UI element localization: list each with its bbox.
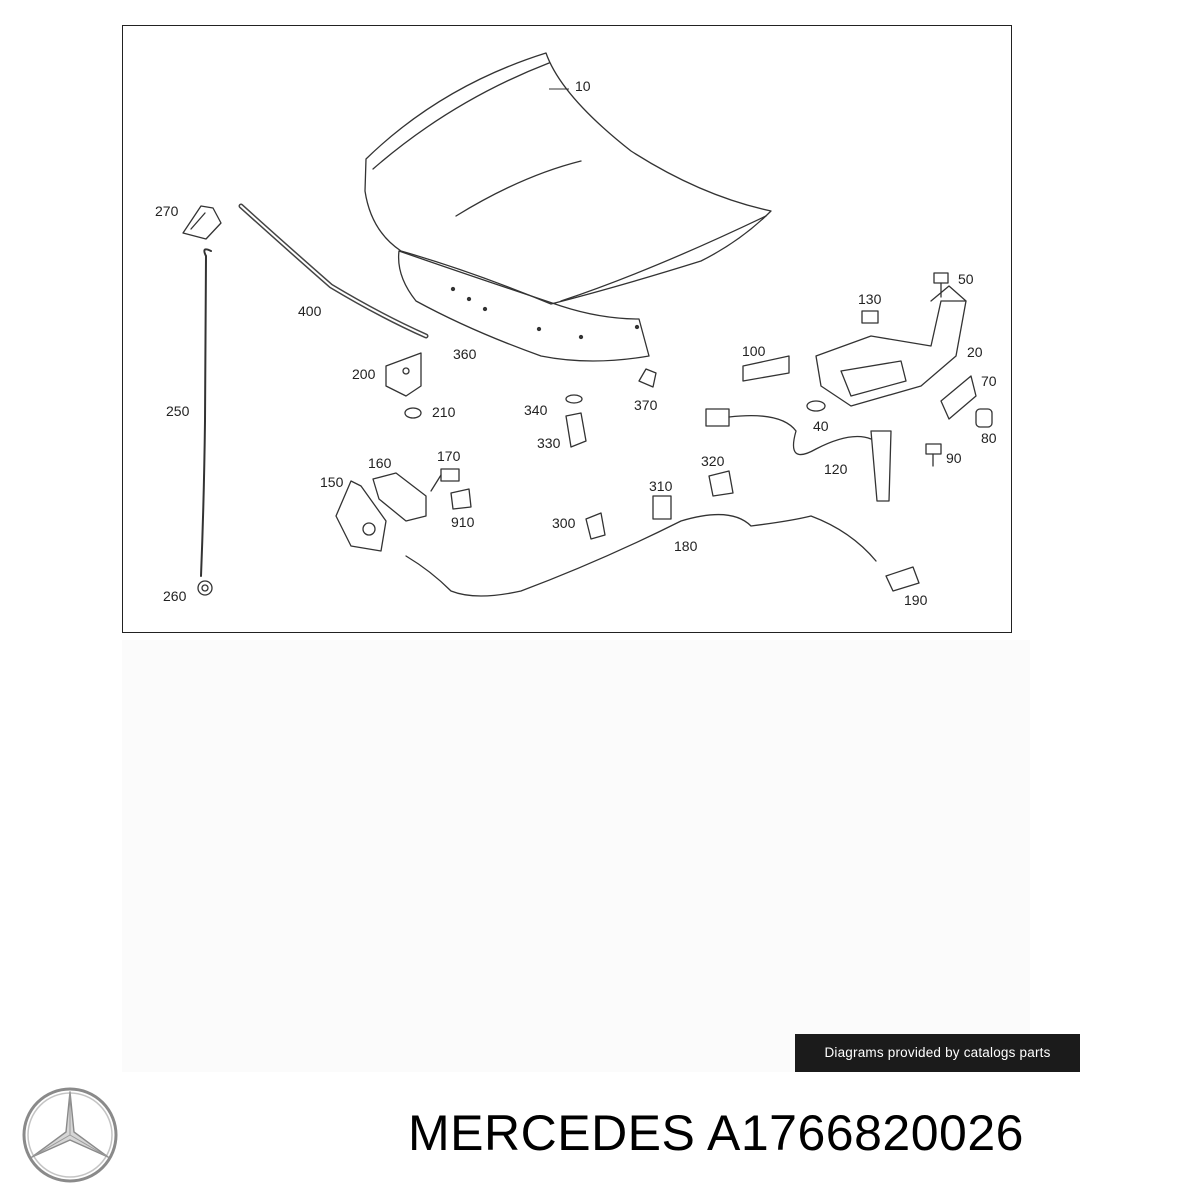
callout-260: 260	[163, 588, 187, 604]
callout-50: 50	[958, 271, 974, 287]
part-120-sensor	[705, 408, 892, 502]
part-hood	[364, 52, 772, 305]
callout-70: 70	[981, 373, 997, 389]
part-20-lock	[815, 285, 967, 407]
callout-270: 270	[155, 203, 179, 219]
callout-190: 190	[904, 592, 928, 608]
exploded-view-drawing: 10 270 400 360 250 200 210 340 370 330 1…	[155, 52, 997, 608]
callout-330: 330	[537, 435, 561, 451]
part-270-bracket	[182, 205, 222, 240]
part-190-handle	[885, 566, 920, 592]
callout-160: 160	[368, 455, 392, 471]
part-170-bolt	[430, 468, 460, 492]
part-50-bolt	[933, 272, 949, 298]
part-250-rod	[200, 248, 212, 577]
part-180-cable	[405, 513, 877, 597]
part-80-stop	[975, 408, 993, 428]
callout-10: 10	[575, 78, 591, 94]
callout-100: 100	[742, 343, 766, 359]
part-150-latch	[335, 480, 387, 552]
part-40-washer	[806, 400, 826, 412]
credit-badge: Diagrams provided by catalogs parts	[795, 1034, 1080, 1072]
part-330-clip	[565, 394, 587, 448]
callout-400: 400	[298, 303, 322, 319]
callout-170: 170	[437, 448, 461, 464]
callout-120: 120	[824, 461, 848, 477]
callout-40: 40	[813, 418, 829, 434]
part-insulation-mat	[397, 250, 650, 362]
callout-340: 340	[524, 402, 548, 418]
callout-20: 20	[967, 344, 983, 360]
part-210-grommet	[404, 407, 422, 419]
callout-250: 250	[166, 403, 190, 419]
callout-90: 90	[946, 450, 962, 466]
parts-diagram: 10 270 400 360 250 200 210 340 370 330 1…	[122, 25, 1012, 633]
part-90-bolt	[925, 443, 942, 467]
part-300-clip	[585, 512, 606, 540]
part-70-pad	[940, 375, 977, 420]
mercedes-star-icon	[22, 1087, 118, 1183]
part-370-clip	[638, 368, 657, 388]
part-260-grommet	[197, 580, 213, 596]
part-160-latch-cover	[372, 472, 427, 522]
callout-320: 320	[701, 453, 725, 469]
callout-370: 370	[634, 397, 658, 413]
blank-panel	[122, 640, 1030, 1072]
callout-210: 210	[432, 404, 456, 420]
callout-200: 200	[352, 366, 376, 382]
part-seal-strip	[238, 203, 429, 339]
part-130-nut	[861, 310, 879, 324]
callout-310: 310	[649, 478, 673, 494]
callout-360: 360	[453, 346, 477, 362]
part-310-clip	[652, 495, 672, 520]
callout-180: 180	[674, 538, 698, 554]
part-910-clip	[450, 488, 472, 510]
callout-150: 150	[320, 474, 344, 490]
callout-300: 300	[552, 515, 576, 531]
part-100-pad	[742, 355, 790, 382]
callout-80: 80	[981, 430, 997, 446]
part-title: MERCEDES A1766820026	[408, 1105, 1024, 1161]
callout-labels: 10 270 400 360 250 200 210 340 370 330 1…	[155, 78, 997, 608]
part-320-clip	[708, 470, 734, 497]
callout-910: 910	[451, 514, 475, 530]
callout-130: 130	[858, 291, 882, 307]
part-200-bracket	[385, 352, 422, 397]
